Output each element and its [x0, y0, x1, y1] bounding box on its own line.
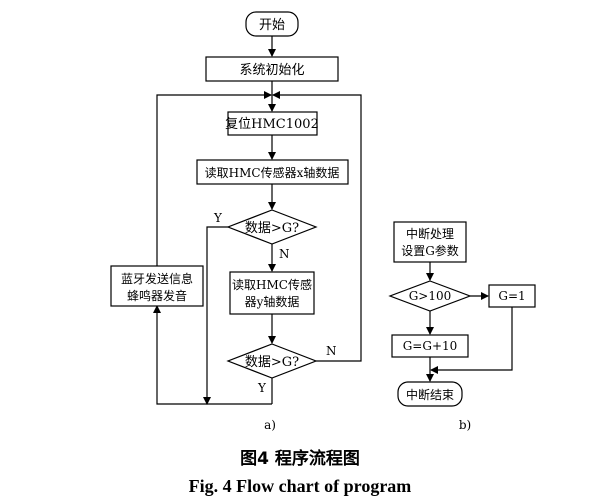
read-x-label: 读取HMC传感器x轴数据 [205, 165, 340, 180]
sublabel-b: b) [459, 418, 471, 432]
init-label: 系统初始化 [239, 63, 304, 78]
increment-label: G=G+10 [403, 339, 458, 353]
decision1-label: 数据>G? [245, 221, 299, 236]
sublabel-a: a) [264, 418, 276, 432]
arrow-bottom-to-alarm [153, 305, 272, 405]
set-g1-label: G=1 [498, 289, 525, 303]
reset-label: 复位HMC1002 [225, 117, 319, 132]
arrow-alarm-loop [156, 91, 272, 266]
g-decision-label: G>100 [409, 289, 452, 303]
caption-en: Fig. 4 Flow chart of program [189, 476, 412, 496]
decision2-label: 数据>G? [245, 355, 299, 370]
read-y-label-line1: 读取HMC传感 [232, 277, 312, 292]
interrupt-label-line1: 中断处理 [406, 226, 454, 241]
alarm-label-line1: 蓝牙发送信息 [121, 271, 193, 286]
alarm-label-line2: 蜂鸣器发音 [127, 288, 187, 303]
caption-cn: 图4 程序流程图 [240, 448, 360, 469]
interrupt-box [393, 221, 467, 263]
arrow-decision1-yes [203, 226, 228, 405]
init-box [205, 56, 339, 82]
end-terminal [397, 381, 463, 407]
start-label: 开始 [259, 18, 285, 33]
decision1-yes-label: Y [213, 211, 223, 225]
decision2-no-label: N [326, 344, 337, 358]
arrow-decision2-no [272, 91, 362, 362]
read-y-label-line2: 器y轴数据 [245, 294, 300, 309]
decision2-yes-label: Y [257, 381, 267, 395]
arrow-set-g1-join [430, 307, 513, 374]
read-y-box [229, 271, 315, 315]
alarm-box [110, 265, 204, 307]
end-label: 中断结束 [406, 387, 454, 402]
interrupt-label-line2: 设置G参数 [401, 243, 459, 258]
decision1-no-label: N [279, 247, 290, 261]
